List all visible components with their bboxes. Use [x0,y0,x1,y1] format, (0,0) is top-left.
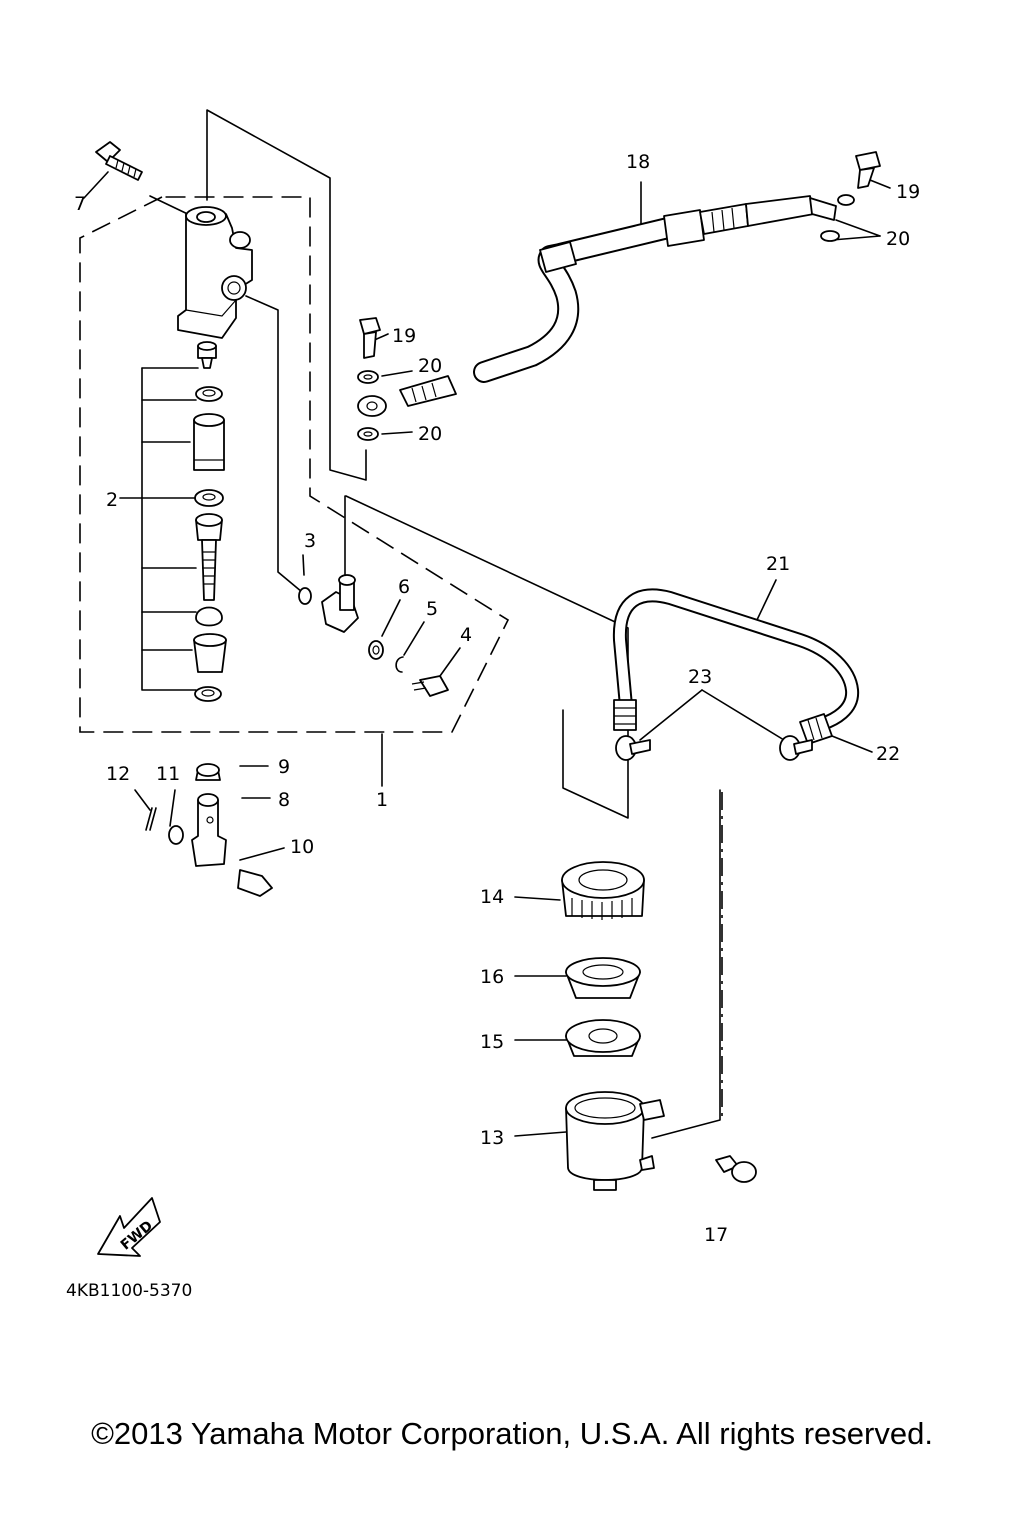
reservoir-cap-14 [561,861,645,920]
bolt-7 [95,141,143,181]
hose-clips-23 [615,735,813,761]
callout-8: 8 [278,789,290,811]
reservoir-tank-13 [565,1091,665,1191]
callout-18: 18 [626,151,650,173]
callout-14: 14 [480,886,504,908]
callout-7: 7 [74,193,86,215]
diagram-code: 4KB1100-5370 [66,1281,192,1301]
brake-hose-18 [399,195,837,407]
callout-2: 2 [106,489,118,511]
callout-9: 9 [278,756,290,778]
callout-17: 17 [704,1224,728,1246]
copyright-notice: ©2013 Yamaha Motor Corporation, U.S.A. A… [91,1416,933,1451]
assembly-outline [79,196,510,733]
reservoir-plate-16 [565,957,641,999]
callout-19-top: 19 [896,181,920,203]
callout-12: 12 [106,763,130,785]
reservoir-diaphragm-15 [565,1019,641,1057]
union-bolts-washers [357,151,881,441]
master-cylinder-body [177,206,253,339]
callout-20-top: 20 [886,228,910,250]
callout-6: 6 [398,576,410,598]
piston-kit-2 [193,341,227,702]
reservoir-hose-21 [612,588,860,745]
clevis-parts [145,763,273,897]
callout-23: 23 [688,666,712,688]
callout-13: 13 [480,1127,504,1149]
callout-11: 11 [156,763,180,785]
forward-direction-arrow: FWD [97,1197,161,1257]
callout-16: 16 [480,966,504,988]
screw-17 [715,1155,757,1183]
callout-15: 15 [480,1031,504,1053]
callout-5: 5 [426,598,438,620]
callout-10: 10 [290,836,314,858]
callout-19-mid: 19 [392,325,416,347]
callout-1: 1 [376,789,388,811]
callout-4: 4 [460,624,472,646]
union-fitting-parts [298,574,449,697]
callout-labels: 1 2 3 4 5 6 7 8 9 10 11 12 13 14 15 16 1… [74,151,920,1246]
leader-lines [83,109,891,1139]
callout-3: 3 [304,530,316,552]
callout-21: 21 [766,553,790,575]
callout-20-mid: 20 [418,355,442,377]
callout-20-low: 20 [418,423,442,445]
callout-22: 22 [876,743,900,765]
